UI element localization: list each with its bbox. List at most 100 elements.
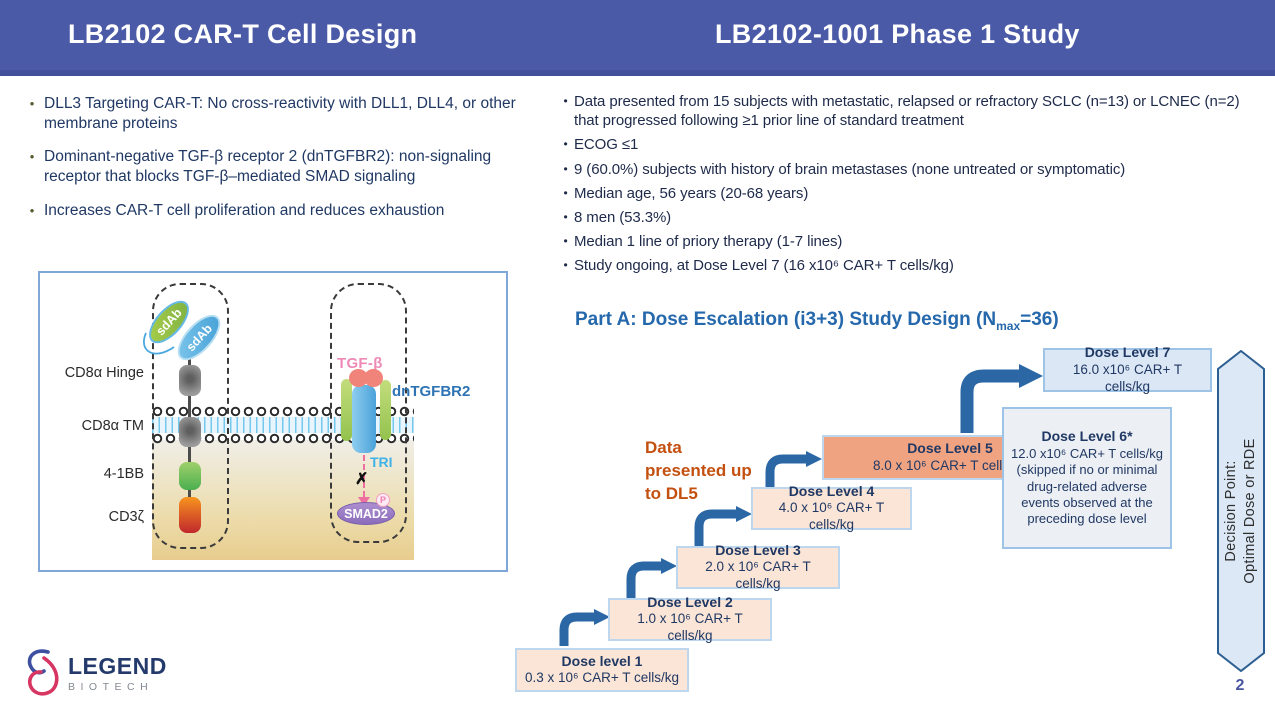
bullet-text: ECOG ≤1 <box>574 136 639 154</box>
decision-banner-text: Decision Point: Optimal Dose or RDE <box>1222 361 1260 661</box>
logo-subtitle: BIOTECH <box>68 681 154 693</box>
tri-label: TRI <box>370 454 393 470</box>
bullet-marker: • <box>29 96 35 111</box>
bullet-item: •Increases CAR-T cell proliferation and … <box>20 201 532 221</box>
bullet-item: • 9 (60.0%) subjects with history of brai… <box>557 160 1249 179</box>
dntgfbr2-construct-outline <box>330 283 407 543</box>
bullet-text: Median age, 56 years (20-68 years) <box>574 184 809 202</box>
receptor-rod-blue <box>352 385 376 453</box>
bullet-item: • Dominant-negative TGF-β receptor 2 (dnT… <box>20 147 532 187</box>
header-bar: LB2102 CAR-T Cell Design LB2102-1001 Pha… <box>0 0 1275 76</box>
bullet-item: • Median 1 line of priory therapy (1-7 li… <box>557 232 1249 251</box>
bullet-text: 8 men (53.3%) <box>574 208 672 226</box>
arrowhead <box>736 506 752 522</box>
bullet-item: • Study ongoing, at Dose Level 7 (16 x10⁶… <box>557 256 1249 275</box>
arrowhead <box>661 558 677 574</box>
tgfb-label: TGF-β <box>337 355 383 372</box>
blocked-signal-line <box>363 455 365 497</box>
escalation-arrow <box>559 612 594 646</box>
cd3z-segment <box>179 497 201 533</box>
dose-value: 1.0 x 10⁶ CAR+ T cells/kg <box>637 611 743 644</box>
decision-banner-shape <box>1217 349 1265 673</box>
dntgfbr2-label: dnTGFBR2 <box>392 383 471 400</box>
decision-banner-line: Optimal Dose or RDE <box>1242 438 1258 584</box>
bullet-marker: • <box>563 161 568 176</box>
section-title-sub: max <box>996 318 1021 333</box>
bullet-item: • DLL3 Targeting CAR-T: No cross-reactivi… <box>20 94 532 134</box>
dose-value: 0.3 x 10⁶ CAR+ T cells/kg <box>524 670 679 686</box>
sdab-linker-curve <box>143 332 175 355</box>
receptor-rod-green <box>380 380 391 440</box>
logo-icon <box>27 649 59 696</box>
left-panel-title: LB2102 CAR-T Cell Design <box>68 19 418 49</box>
bullet-item: •Median age, 56 years (20-68 years) <box>557 184 1249 203</box>
bullet-item: • ECOG ≤1 <box>557 135 1249 154</box>
dose-box-4: Dose Level 4 4.0 x 10⁶ CAR+ T cells/kg <box>751 483 912 532</box>
bullet-marker: • <box>29 149 35 165</box>
annotation-line: Data <box>645 438 682 457</box>
dose-title: Dose level 1 <box>561 652 643 669</box>
arrowhead <box>806 451 822 467</box>
logo-text: LEGEND BIOTECH <box>68 653 167 693</box>
bullet-text: Study ongoing, at Dose Level 7 (16 x10⁶ … <box>574 257 954 275</box>
phospho-p-badge: P <box>376 493 390 507</box>
car-t-diagram: sdAb sdAb CD8α Hinge CD8α TM 4-1BB CD3ζ … <box>38 271 508 572</box>
section-title-pre: Part A: Dose Escalation (i3+3) Study Des… <box>575 309 997 330</box>
blocked-x-mark: ✗ <box>355 471 369 488</box>
dose-title: Dose Level 3 <box>715 541 801 558</box>
dose-value: 12.0 x10⁶ CAR+ T cells/kg <box>1011 445 1163 461</box>
dose-value: 2.0 x 10⁶ CAR+ T cells/kg <box>705 559 811 592</box>
cd8a-hinge-segment <box>179 365 201 396</box>
bullet-text: Dominant-negative TGF-β receptor 2 (dnTG… <box>44 148 492 186</box>
right-panel-title: LB2102-1001 Phase 1 Study <box>715 19 1080 49</box>
legend-biotech-logo: LEGEND BIOTECH <box>20 646 167 700</box>
page-number: 2 <box>1235 677 1245 694</box>
bullet-marker: • <box>563 234 568 249</box>
dose-note: (skipped if no or minimal drug-related a… <box>1016 462 1158 527</box>
data-presented-annotation: Data presented up to DL5 <box>645 437 752 506</box>
decision-banner-line: Decision Point: <box>1222 460 1239 562</box>
dose-box-2: Dose Level 2 1.0 x 10⁶ CAR+ T cells/kg <box>608 594 772 643</box>
dose-box-7: Dose Level 7 16.0 x10⁶ CAR+ T cells/kg <box>1043 344 1212 394</box>
lipid-head-row <box>152 433 414 444</box>
bullet-text: DLL3 Targeting CAR-T: No cross-reactivit… <box>44 95 516 133</box>
dose-value: 4.0 x 10⁶ CAR+ T cells/kg <box>778 500 885 533</box>
label-4-1bb: 4-1BB <box>103 466 144 482</box>
dose-box-1: Dose level 1 0.3 x 10⁶ CAR+ T cells/kg <box>515 648 689 692</box>
4-1bb-segment <box>179 462 201 490</box>
bullet-text: Median 1 line of priory therapy (1-7 lin… <box>574 233 843 251</box>
car-construct-outline <box>152 283 229 549</box>
section-title-post: =36) <box>1020 309 1059 330</box>
lipid-head-row <box>152 406 414 417</box>
arrowhead <box>1019 364 1043 388</box>
tgfb-molecule <box>349 369 368 387</box>
bullet-marker: • <box>563 94 568 108</box>
logo-wordmark: LEGEND <box>68 653 167 679</box>
dose-title: Dose Level 5 <box>907 440 993 457</box>
bullet-text: Data presented from 15 subjects with met… <box>574 93 1240 130</box>
decision-banner: Decision Point: Optimal Dose or RDE <box>1217 349 1265 673</box>
section-title: Part A: Dose Escalation (i3+3) Study Des… <box>575 309 1059 333</box>
bullet-marker: • <box>563 258 568 273</box>
bullet-marker: • <box>563 209 568 224</box>
annotation-line: presented up <box>645 460 752 480</box>
dose-box-3: Dose Level 3 2.0 x 10⁶ CAR+ T cells/kg <box>676 542 840 591</box>
annotation-line: to DL5 <box>645 483 698 503</box>
bullet-item: • 8 men (53.3%) <box>557 208 1249 227</box>
label-cd8a-hinge: CD8α Hinge <box>64 365 144 381</box>
bullet-text: Increases CAR-T cell proliferation and r… <box>44 201 445 219</box>
smad2-oval: SMAD2 <box>337 502 395 525</box>
bullet-marker: • <box>563 137 568 152</box>
dose-title: Dose Level 7 <box>1084 344 1171 361</box>
label-cd8a-tm: CD8α TM <box>81 418 144 434</box>
label-cd3z: CD3ζ <box>108 509 144 525</box>
dose-value: 16.0 x10⁶ CAR+ T cells/kg <box>1072 361 1183 394</box>
cd8a-tm-segment <box>179 417 201 447</box>
bullet-item: • Data presented from 15 subjects with me… <box>557 92 1249 130</box>
bullet-text: 9 (60.0%) subjects with history of brain… <box>574 160 1126 178</box>
right-bullet-list: • Data presented from 15 subjects with me… <box>557 92 1249 276</box>
dose-title: Dose Level 2 <box>647 593 733 610</box>
dose-title: Dose Level 4 <box>788 482 875 499</box>
dose-value: 8.0 x 10⁶ CAR+ T cells/kg <box>872 457 1027 473</box>
